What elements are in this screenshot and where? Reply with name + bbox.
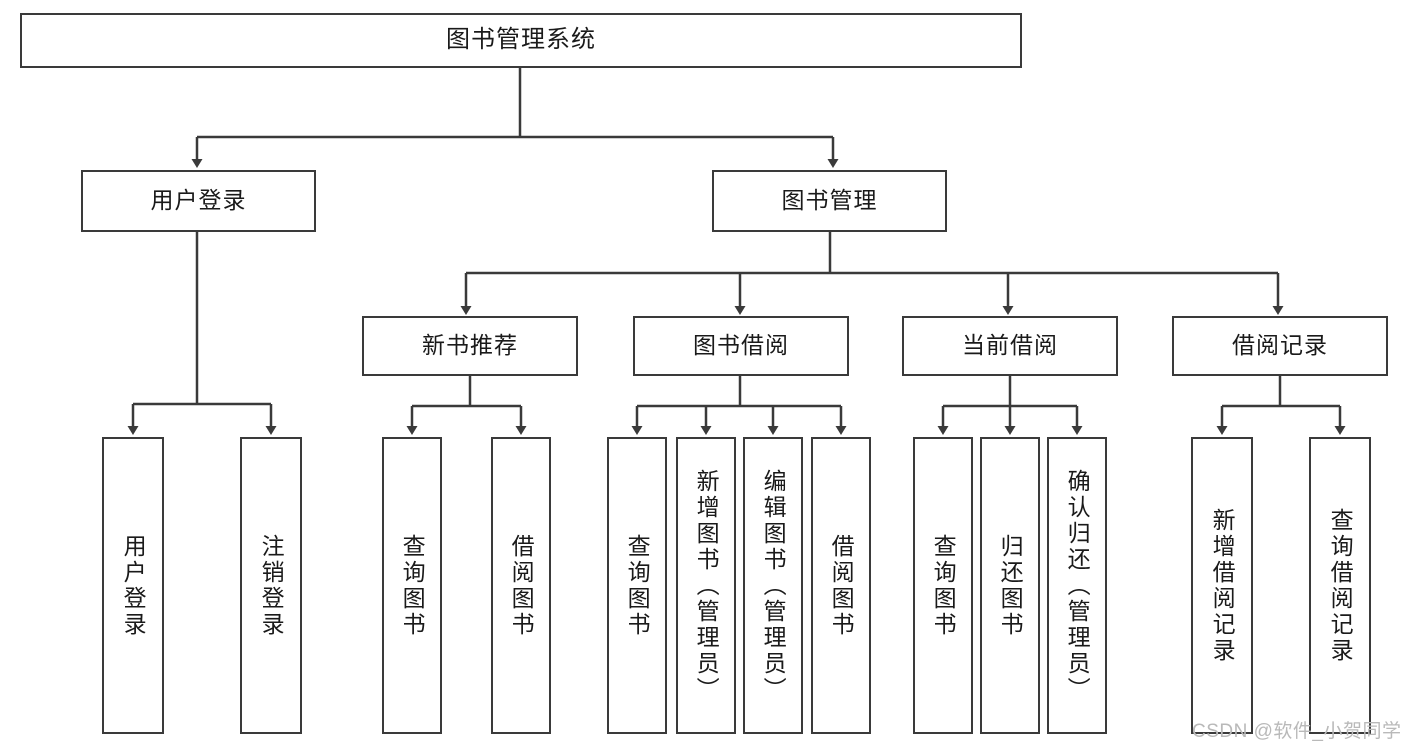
- node-label: 查询图书: [930, 533, 957, 638]
- node-root-system[interactable]: 图书管理系统: [20, 13, 1022, 68]
- node-label: 图书管理: [781, 187, 878, 214]
- leaf-recommend-borrow-book[interactable]: 借阅图书: [491, 437, 551, 734]
- leaf-borrow-add-book[interactable]: 新增图书（管理员）: [676, 437, 736, 734]
- node-book-management[interactable]: 图书管理: [712, 170, 947, 232]
- leaf-current-return-book[interactable]: 归还图书: [980, 437, 1040, 734]
- leaf-recommend-query-book[interactable]: 查询图书: [382, 437, 442, 734]
- leaf-record-query-record[interactable]: 查询借阅记录: [1309, 437, 1371, 734]
- leaf-borrow-edit-book[interactable]: 编辑图书（管理员）: [743, 437, 803, 734]
- node-label: 查询图书: [624, 533, 651, 638]
- node-label: 图书借阅: [693, 332, 789, 359]
- node-label: 查询图书: [399, 533, 426, 638]
- leaf-user-login-login[interactable]: 用户登录: [102, 437, 164, 734]
- node-label: 新书推荐: [422, 332, 518, 359]
- node-label: 用户登录: [120, 533, 147, 638]
- node-label: 新增借阅记录: [1209, 507, 1236, 664]
- node-label: 借阅图书: [508, 533, 535, 638]
- node-new-book-recommend[interactable]: 新书推荐: [362, 316, 578, 376]
- node-label: 确认归还（管理员）: [1064, 468, 1091, 703]
- leaf-current-confirm-return[interactable]: 确认归还（管理员）: [1047, 437, 1107, 734]
- node-label: 借阅记录: [1232, 332, 1328, 359]
- node-label: 归还图书: [997, 533, 1024, 638]
- node-label: 查询借阅记录: [1327, 507, 1354, 664]
- node-label: 编辑图书（管理员）: [760, 468, 787, 703]
- leaf-user-login-logout[interactable]: 注销登录: [240, 437, 302, 734]
- node-book-borrow[interactable]: 图书借阅: [633, 316, 849, 376]
- node-current-borrow[interactable]: 当前借阅: [902, 316, 1118, 376]
- leaf-record-add-record[interactable]: 新增借阅记录: [1191, 437, 1253, 734]
- node-label: 当前借阅: [962, 332, 1058, 359]
- node-label: 图书管理系统: [446, 26, 596, 54]
- node-user-login[interactable]: 用户登录: [81, 170, 316, 232]
- node-label: 借阅图书: [828, 533, 855, 638]
- node-label: 新增图书（管理员）: [693, 468, 720, 703]
- node-label: 注销登录: [258, 533, 285, 638]
- leaf-current-query-book[interactable]: 查询图书: [913, 437, 973, 734]
- leaf-borrow-query-book[interactable]: 查询图书: [607, 437, 667, 734]
- node-borrow-record[interactable]: 借阅记录: [1172, 316, 1388, 376]
- node-label: 用户登录: [150, 187, 247, 214]
- leaf-borrow-borrow-book[interactable]: 借阅图书: [811, 437, 871, 734]
- csdn-watermark: CSDN @软件_小贺同学: [1192, 721, 1402, 742]
